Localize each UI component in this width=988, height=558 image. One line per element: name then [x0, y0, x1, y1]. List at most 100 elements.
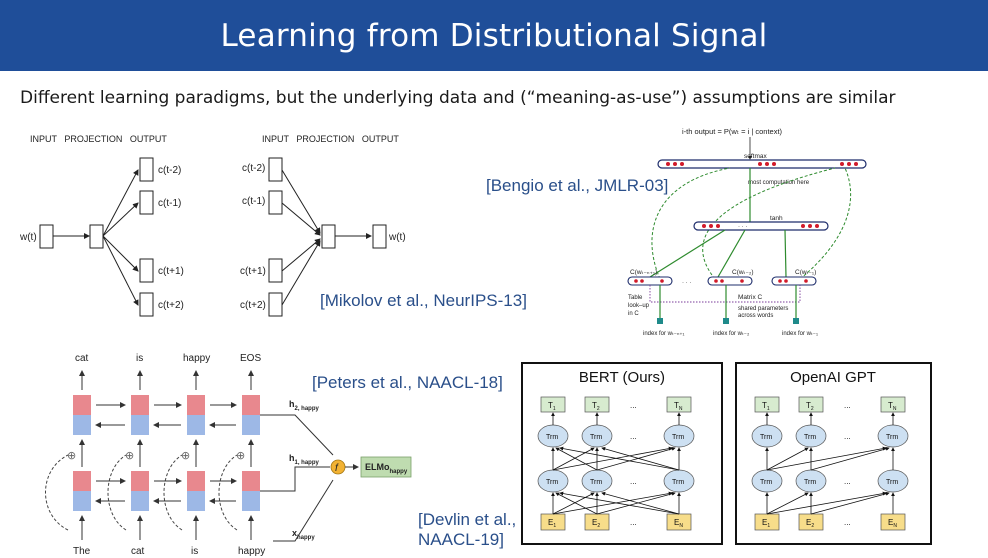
- svg-text:Trm: Trm: [672, 479, 684, 486]
- skipgram-output-box: [139, 292, 154, 317]
- nplm-table-label: in C: [628, 311, 639, 317]
- cbow-header: INPUT PROJECTION OUTPUT: [262, 134, 399, 144]
- elmo-h1-label: h1, happy: [289, 453, 320, 466]
- cbow-context-label: c(t-2): [242, 163, 265, 174]
- svg-text:T2: T2: [592, 401, 600, 412]
- elmo-lstm-cell: [73, 395, 91, 415]
- svg-text:Trm: Trm: [672, 434, 684, 441]
- elmo-top-word: EOS: [240, 353, 261, 364]
- elmo-residual-plus: ⊕: [236, 450, 245, 462]
- elmo-output-box: [360, 456, 412, 478]
- elmo-combine-node: [330, 459, 346, 475]
- skipgram-output-box: [139, 157, 154, 182]
- elmo-top-word: is: [136, 353, 143, 364]
- nplm-shared-parameters: [649, 285, 801, 303]
- nplm-direct-connection: [702, 167, 836, 280]
- svg-text:E2: E2: [806, 518, 814, 529]
- citation-devlin-line1: [Devlin et al.,: [418, 510, 517, 529]
- elmo-diagram: cat is happy EOS ⊕ ⊕ ⊕ ⊕: [45, 353, 412, 557]
- svg-text:TN: TN: [674, 401, 683, 412]
- cbow-context-label: c(t+1): [240, 266, 266, 277]
- svg-text:· · ·: · · ·: [682, 280, 691, 286]
- nplm-index-label: index for wₜ₋₂: [713, 331, 750, 337]
- cbow-input-box: [268, 292, 283, 317]
- elmo-lstm-cell: [73, 415, 91, 435]
- nplm-output-label: i-th output = P(wₜ = i | context): [682, 127, 783, 136]
- elmo-lstm-cell: [131, 395, 149, 415]
- svg-text:Trm: Trm: [590, 479, 602, 486]
- citation-peters: [Peters et al., NAACL-18]: [312, 373, 503, 392]
- gpt-output-box: [880, 396, 906, 413]
- cbow-output-box: [372, 224, 387, 249]
- svg-text:...: ...: [844, 432, 851, 441]
- nplm-table-label: look–up: [628, 303, 650, 309]
- elmo-f-label: f: [335, 463, 339, 474]
- cbow-input-box: [268, 157, 283, 182]
- elmo-top-word: cat: [75, 353, 89, 364]
- svg-text:...: ...: [630, 401, 637, 410]
- nplm-c-label: C(wₜ₋₂): [732, 269, 754, 276]
- elmo-residual-plus: ⊕: [181, 450, 190, 462]
- cbow-output-label: w(t): [388, 232, 406, 243]
- nplm-index-label: index for wₜ₋ₙ₊₁: [643, 331, 685, 337]
- svg-text:Trm: Trm: [760, 479, 772, 486]
- svg-text:E2: E2: [592, 518, 600, 529]
- svg-text:· · ·: · · ·: [738, 224, 747, 230]
- svg-text:E1: E1: [548, 518, 556, 529]
- svg-text:T1: T1: [548, 401, 556, 412]
- nplm-direct-connection: [799, 167, 852, 280]
- elmo-lstm-cell: [131, 491, 149, 511]
- citation-devlin-line2: NAACL-19]: [418, 530, 504, 549]
- skipgram-input-box: [39, 224, 54, 249]
- nplm-tanh-label: tanh: [770, 215, 783, 222]
- skipgram-header: INPUT PROJECTION OUTPUT: [30, 134, 167, 144]
- svg-text:T2: T2: [806, 401, 814, 412]
- skipgram-output-box: [139, 190, 154, 215]
- elmo-lstm-cell: [187, 415, 205, 435]
- nplm-embedding-box: [771, 276, 817, 286]
- svg-text:Trm: Trm: [760, 434, 772, 441]
- gpt-panel: OpenAI GPT T1 T2 TN ... Trm Trm Trm ... …: [735, 362, 932, 545]
- nplm-matrix-label: Matrix C: [738, 294, 763, 301]
- elmo-lstm-cell: [187, 395, 205, 415]
- nplm-c-label: C(wₜ₋₁): [795, 269, 816, 276]
- svg-text:Trm: Trm: [546, 434, 558, 441]
- cbow-projection-box: [321, 224, 336, 249]
- skipgram-context-label: c(t-2): [158, 165, 181, 176]
- cbow-input-box: [268, 190, 283, 215]
- svg-text:T1: T1: [762, 401, 770, 412]
- citation-bengio: [Bengio et al., JMLR-03]: [486, 176, 669, 195]
- gpt-output-box: [754, 396, 780, 413]
- elmo-lstm-cell: [242, 491, 260, 511]
- nplm-index-node: [657, 318, 663, 324]
- elmo-bottom-word: happy: [238, 546, 265, 557]
- svg-text:...: ...: [630, 432, 637, 441]
- elmo-bottom-word: is: [191, 546, 198, 557]
- elmo-lstm-cell: [131, 471, 149, 491]
- nplm-table-label: Table: [628, 295, 643, 301]
- skipgram-context-label: c(t+1): [158, 266, 184, 277]
- svg-text:Trm: Trm: [590, 434, 602, 441]
- svg-text:...: ...: [844, 401, 851, 410]
- bert-output-box: [540, 396, 566, 413]
- elmo-lstm-cell: [73, 471, 91, 491]
- elmo-residual-plus: ⊕: [67, 450, 76, 462]
- skipgram-projection-box: [89, 224, 104, 249]
- elmo-layer1: [73, 471, 260, 511]
- svg-text:Trm: Trm: [886, 479, 898, 486]
- bert-output-box: [584, 396, 610, 413]
- elmo-output-label: ELMohappy: [365, 462, 408, 475]
- nplm-c-label: C(wₜ₋ₙ₊₁): [630, 269, 657, 276]
- nplm-direct-connection: [651, 167, 731, 280]
- nplm-softmax-label: softmax: [744, 153, 768, 160]
- elmo-lstm-cell: [242, 471, 260, 491]
- elmo-top-word: happy: [183, 353, 210, 364]
- bert-output-box: [666, 396, 692, 413]
- nplm-index-label: index for wₜ₋₁: [782, 331, 818, 337]
- elmo-layer2: [73, 395, 260, 435]
- cbow-context-label: c(t+2): [240, 300, 266, 311]
- slide-title: Learning from Distributional Signal: [220, 17, 768, 54]
- title-banner: Learning from Distributional Signal: [0, 0, 988, 71]
- nplm-index-node: [793, 318, 799, 324]
- nplm-index-node: [723, 318, 729, 324]
